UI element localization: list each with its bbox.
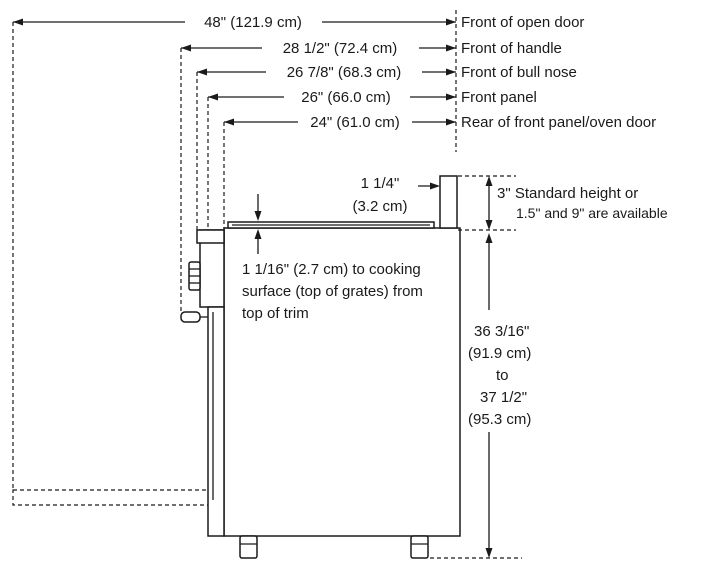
backguard-depth-value: 1 1/4" <box>361 175 400 192</box>
depth-value: 48" (121.9 cm) <box>204 14 302 31</box>
height-value: to <box>496 367 509 384</box>
depth-value: 28 1/2" (72.4 cm) <box>283 40 398 57</box>
depth-label: Front panel <box>461 89 537 106</box>
range-body <box>180 175 461 559</box>
surface-note-line: 1 1/16" (2.7 cm) to cooking <box>242 261 421 278</box>
surface-note-line: surface (top of grates) from <box>242 283 423 300</box>
leg-front <box>239 535 258 559</box>
depth-row-rear-panel: 24" (61.0 cm) Rear of front panel/oven d… <box>224 114 656 131</box>
depth-row-bull-nose: 26 7/8" (68.3 cm) Front of bull nose <box>197 64 577 81</box>
height-value: 36 3/16" <box>474 323 529 340</box>
bull-nose <box>196 229 225 244</box>
backguard-height-options: 1.5" and 9" are available <box>516 205 668 221</box>
surface-note-line: top of trim <box>242 305 309 322</box>
depth-row-front-panel: 26" (66.0 cm) Front panel <box>208 89 537 106</box>
door-handle <box>180 311 201 323</box>
depth-value: 24" (61.0 cm) <box>310 114 400 131</box>
depth-value: 26" (66.0 cm) <box>301 89 391 106</box>
leg-rear <box>410 535 429 559</box>
height-value: (91.9 cm) <box>468 345 531 362</box>
height-value: (95.3 cm) <box>468 411 531 428</box>
depth-row-handle: 28 1/2" (72.4 cm) Front of handle <box>181 40 562 57</box>
depth-label: Front of handle <box>461 40 562 57</box>
depth-value: 26 7/8" (68.3 cm) <box>287 64 402 81</box>
depth-row-open-door: 48" (121.9 cm) Front of open door <box>13 14 584 31</box>
depth-label: Rear of front panel/oven door <box>461 114 656 131</box>
depth-label: Front of bull nose <box>461 64 577 81</box>
open-door-outline <box>12 489 214 506</box>
backguard-depth-value-cm: (3.2 cm) <box>352 198 407 215</box>
depth-label: Front of open door <box>461 14 584 31</box>
oven-door <box>207 306 225 537</box>
range-cabinet <box>223 227 461 537</box>
backguard-height-standard: 3" Standard height or <box>497 185 638 202</box>
height-value: 37 1/2" <box>480 389 527 406</box>
backguard <box>439 175 458 229</box>
